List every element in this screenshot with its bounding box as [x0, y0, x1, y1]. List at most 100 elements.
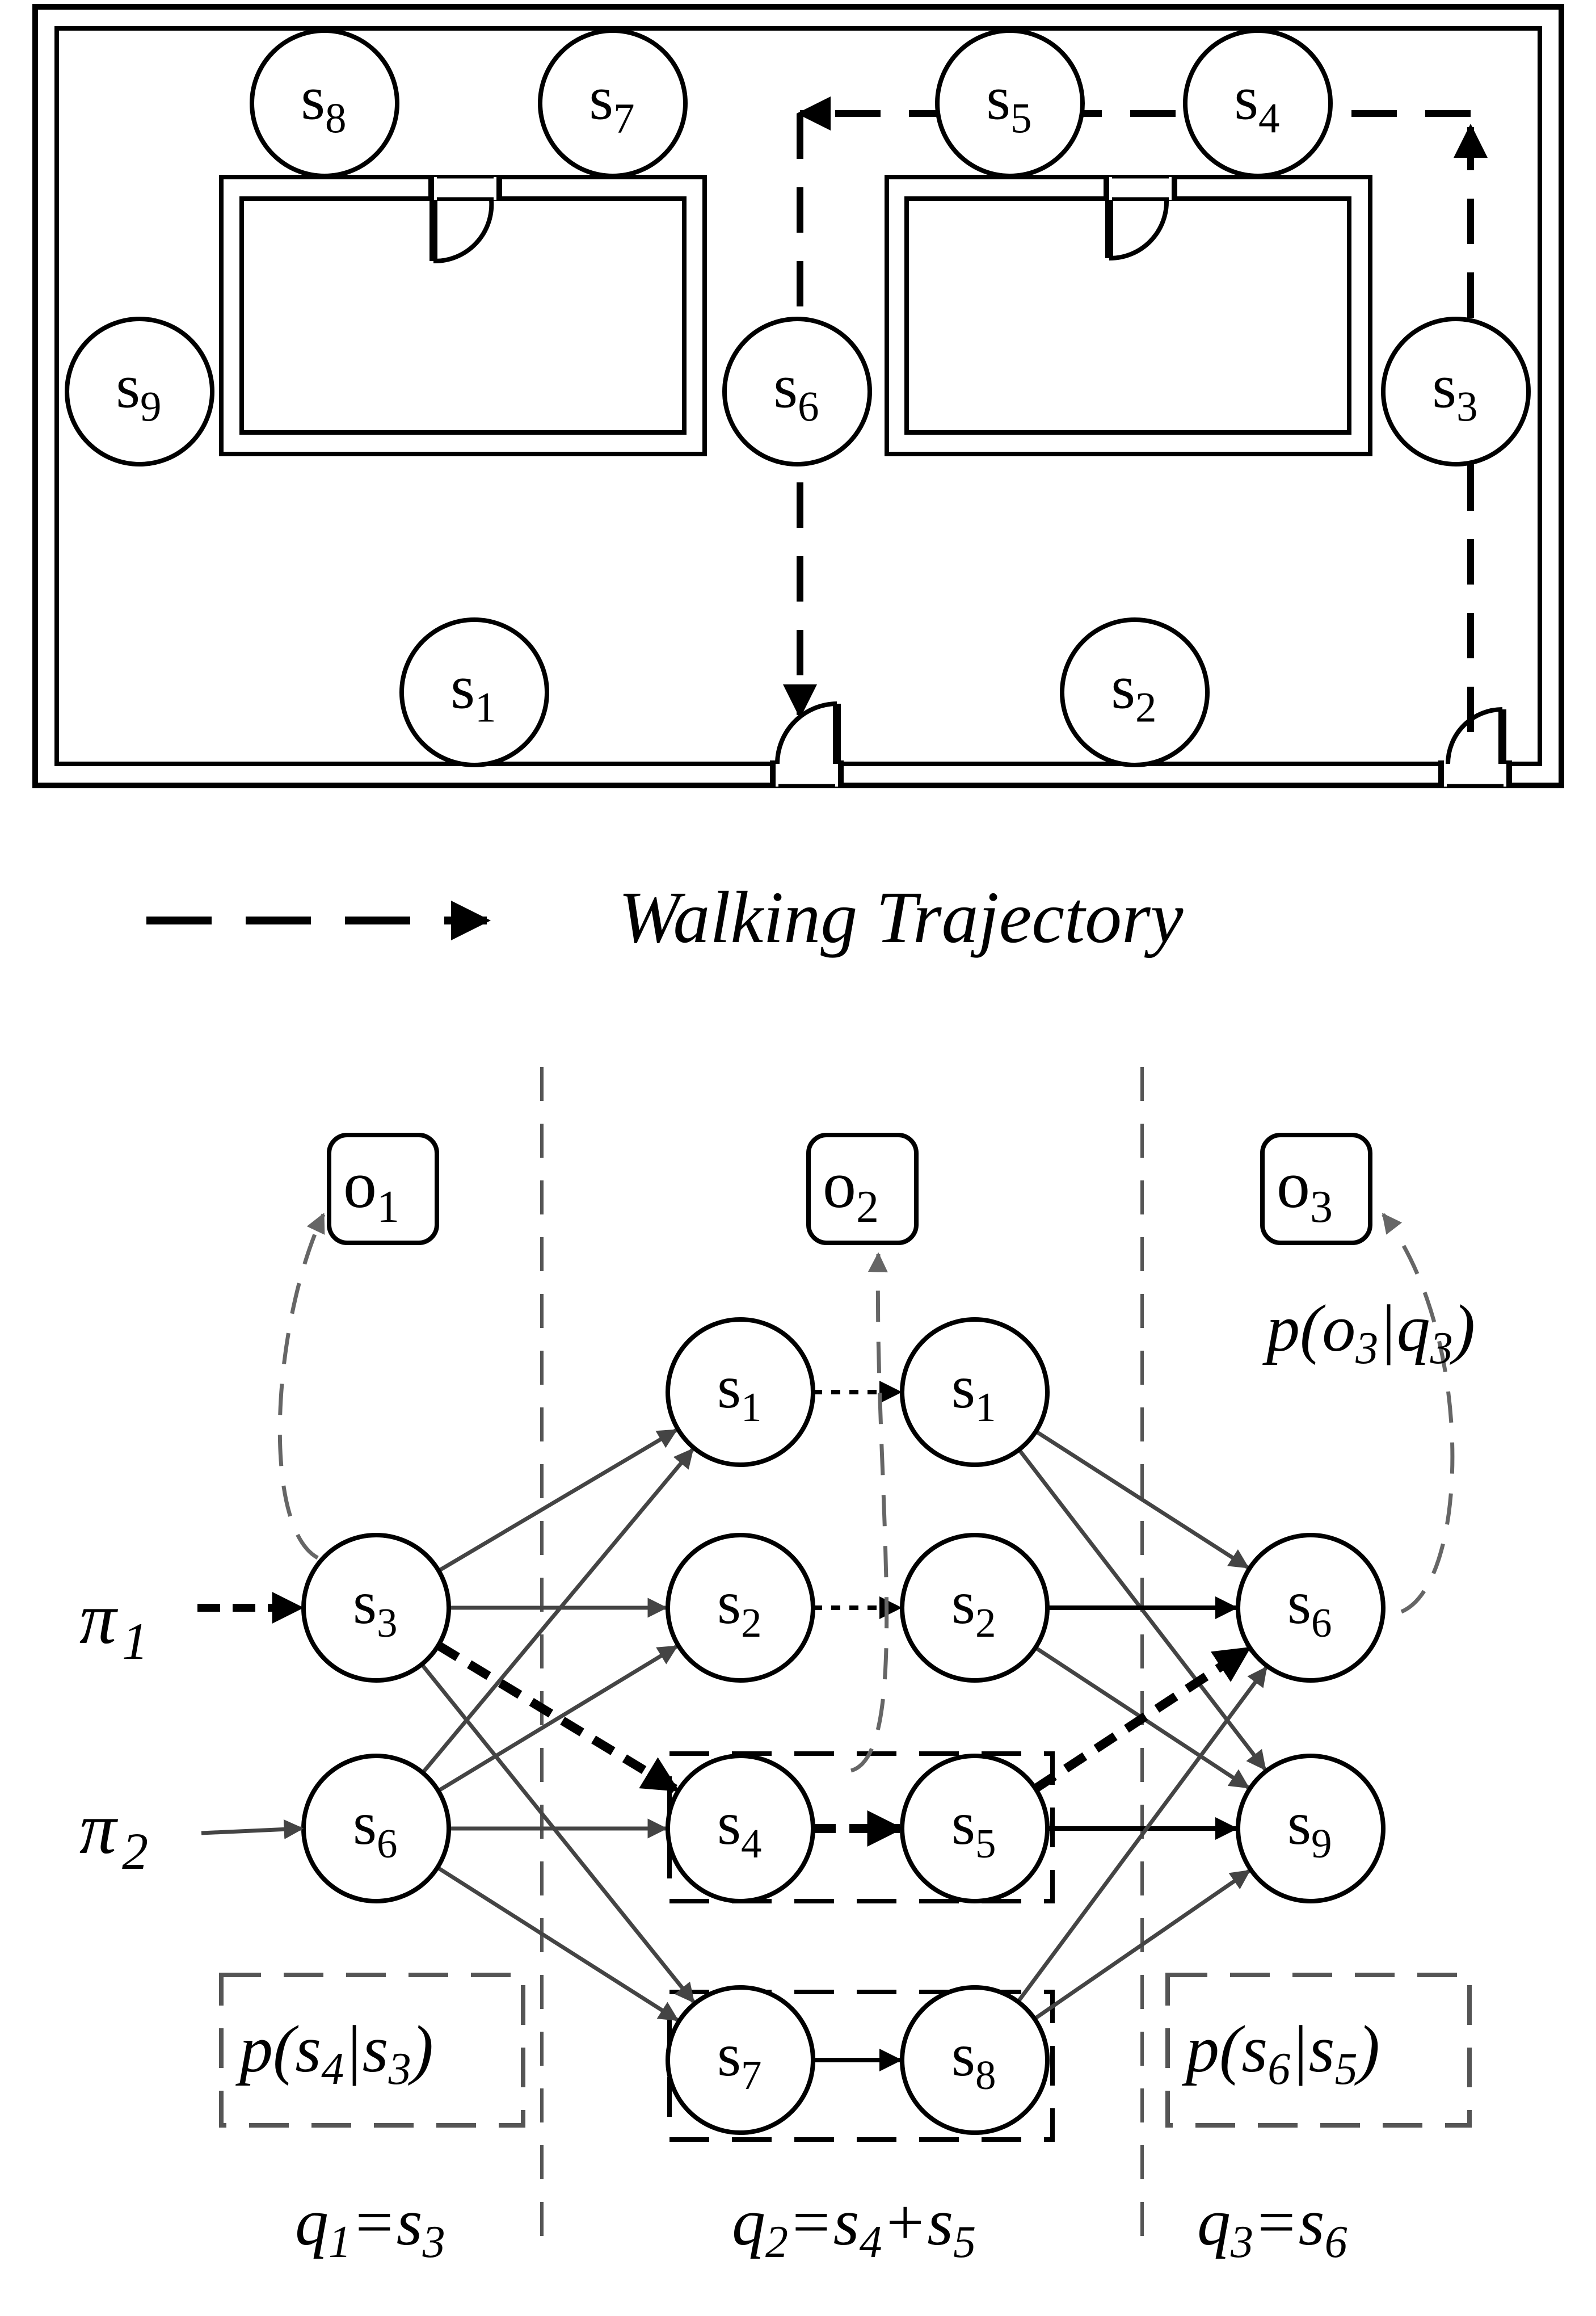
- floorplan-sensor-s2-label: s2: [1111, 653, 1156, 732]
- edge-s3-s7: [420, 1663, 695, 2003]
- floorplan-sensor-s3-label: s3: [1432, 352, 1477, 431]
- state-s7: s7: [666, 1985, 815, 2135]
- observation-o2: o2: [806, 1133, 919, 1245]
- edge-s3-s1a: [437, 1428, 678, 1573]
- edge-s5-s6b-highlighted: [1033, 1645, 1252, 1793]
- state-s1a-label: s1: [717, 1354, 762, 1430]
- state-s2b: s2: [900, 1533, 1050, 1683]
- state-s4: s4: [666, 1754, 815, 1903]
- state-s9-label: s9: [1287, 1790, 1332, 1867]
- emission-curve-o1: [277, 1212, 326, 1560]
- state-s5: s5: [900, 1754, 1050, 1903]
- edge-s6a-s1a: [421, 1448, 694, 1774]
- observation-o3-label: o3: [1277, 1148, 1333, 1232]
- state-s1a: s1: [666, 1317, 815, 1467]
- edge-s3-s4-highlighted: [436, 1641, 680, 1794]
- observation-o2-box: [806, 1133, 919, 1245]
- floorplan-sensor-s7-circle: [538, 28, 688, 178]
- emission-label: p(o3|q3): [1262, 1291, 1475, 1373]
- state-s1b: s1: [900, 1317, 1050, 1467]
- state-s7-circle: [666, 1985, 815, 2135]
- state-s6b-circle: [1236, 1533, 1386, 1683]
- state-s9: s9: [1236, 1754, 1386, 1903]
- floorplan-sensor-s9-label: s9: [116, 352, 161, 431]
- state-s1a-circle: [666, 1317, 815, 1467]
- floorplan-sensor-s4-circle: [1183, 28, 1333, 178]
- floorplan-sensor-s2-circle: [1060, 617, 1210, 767]
- transition-box-1: [219, 1973, 525, 2128]
- floorplan-sensor-s7-label: s7: [589, 64, 634, 142]
- observation-o1-label: o1: [343, 1148, 399, 1232]
- state-s8: s8: [900, 1985, 1050, 2135]
- floorplan-sensor-s5-circle: [935, 28, 1085, 178]
- floorplan-sensor-s3-circle: [1381, 317, 1531, 466]
- right-room-outer-wall: [885, 175, 1372, 456]
- left-room-outer-wall: [219, 175, 707, 456]
- state-s3: s3: [301, 1533, 451, 1683]
- observation-o3: o3: [1260, 1133, 1372, 1245]
- floorplan-sensor-s8-label: s8: [301, 64, 346, 142]
- bottom-middle-door: [770, 701, 844, 787]
- edge-s6a-s7: [436, 1865, 679, 2022]
- floorplan-sensor-s8-circle: [250, 28, 399, 178]
- floorplan-sensor-s6: s6: [722, 317, 872, 466]
- observation-o1-box: [327, 1133, 439, 1245]
- state-s5-circle: [900, 1754, 1050, 1903]
- floorplan-sensor-s5-label: s5: [986, 64, 1031, 142]
- transition-box-2: [1165, 1973, 1472, 2128]
- state-s4-label: s4: [717, 1790, 762, 1867]
- bottom-right-door: [1438, 707, 1512, 787]
- edge-s6a-s2a: [437, 1645, 679, 1793]
- hmm-edges: [420, 1381, 1268, 2071]
- floorplan-sensor-s1: s1: [399, 617, 549, 767]
- group-box-s7-s8: [667, 1990, 1055, 2142]
- edge-s8-s9: [1033, 1869, 1251, 2021]
- right-room-inner-wall: [904, 196, 1351, 435]
- state-s2a-circle: [666, 1533, 815, 1683]
- floorplan-sensors: s8 s7 s5 s4 s9 s6 s3 s1 s2: [65, 28, 1531, 767]
- observation-o3-box: [1260, 1133, 1372, 1245]
- floorplan-sensor-s7: s7: [538, 28, 688, 178]
- floorplan-sensor-s1-circle: [399, 617, 549, 767]
- prior-pi2-symbol: π: [79, 1788, 119, 1869]
- floorplan-sensor-s6-circle: [722, 317, 872, 466]
- floorplan-sensor-s5: s5: [935, 28, 1085, 178]
- q1-label: q1=s3: [295, 2185, 445, 2267]
- state-nodes: s3 s6 s1 s2 s4 s7 s1 s2 s5 s8 s6 s9: [301, 1317, 1386, 2135]
- state-s2a: s2: [666, 1533, 815, 1683]
- state-s2b-circle: [900, 1533, 1050, 1683]
- floorplan: s8 s7 s5 s4 s9 s6 s3 s1 s2: [32, 4, 1564, 788]
- state-s5-label: s5: [951, 1790, 996, 1867]
- floorplan-sensor-s9: s9: [65, 317, 214, 466]
- floorplan-sensor-s4: s4: [1183, 28, 1333, 178]
- state-s8-circle: [900, 1985, 1050, 2135]
- floorplan-sensor-s9-circle: [65, 317, 214, 466]
- edge-s8-s6b: [1016, 1666, 1268, 2003]
- state-s6b: s6: [1236, 1533, 1386, 1683]
- edge-s1b-s6b: [1034, 1430, 1249, 1569]
- prior-pi1-sub: 1: [122, 1612, 148, 1670]
- legend: Walking Trajectory: [146, 877, 1184, 959]
- q3-label: q3=s6: [1197, 2185, 1347, 2267]
- legend-label: Walking Trajectory: [618, 877, 1184, 959]
- observation-nodes: o1 o2 o3: [327, 1133, 1372, 1245]
- right-room-door: [1104, 175, 1177, 261]
- floorplan-sensor-s2: s2: [1060, 617, 1210, 767]
- observation-o1: o1: [327, 1133, 439, 1245]
- state-s9-circle: [1236, 1754, 1386, 1903]
- transition-label-2: p(s6|s5): [1182, 2012, 1380, 2094]
- floorplan-sensor-s4-label: s4: [1234, 64, 1279, 142]
- emission-curve-o3: [1382, 1213, 1455, 1614]
- emission-curve-o2: [850, 1252, 889, 1773]
- floorplan-sensor-s3: s3: [1381, 317, 1531, 466]
- state-s3-label: s3: [353, 1569, 398, 1646]
- state-s6b-label: s6: [1287, 1569, 1332, 1646]
- observation-o2-label: o2: [823, 1148, 879, 1232]
- left-room-inner-wall: [239, 196, 687, 435]
- state-s6a-label: s6: [353, 1790, 398, 1867]
- floorplan-sensor-s6-label: s6: [773, 352, 819, 431]
